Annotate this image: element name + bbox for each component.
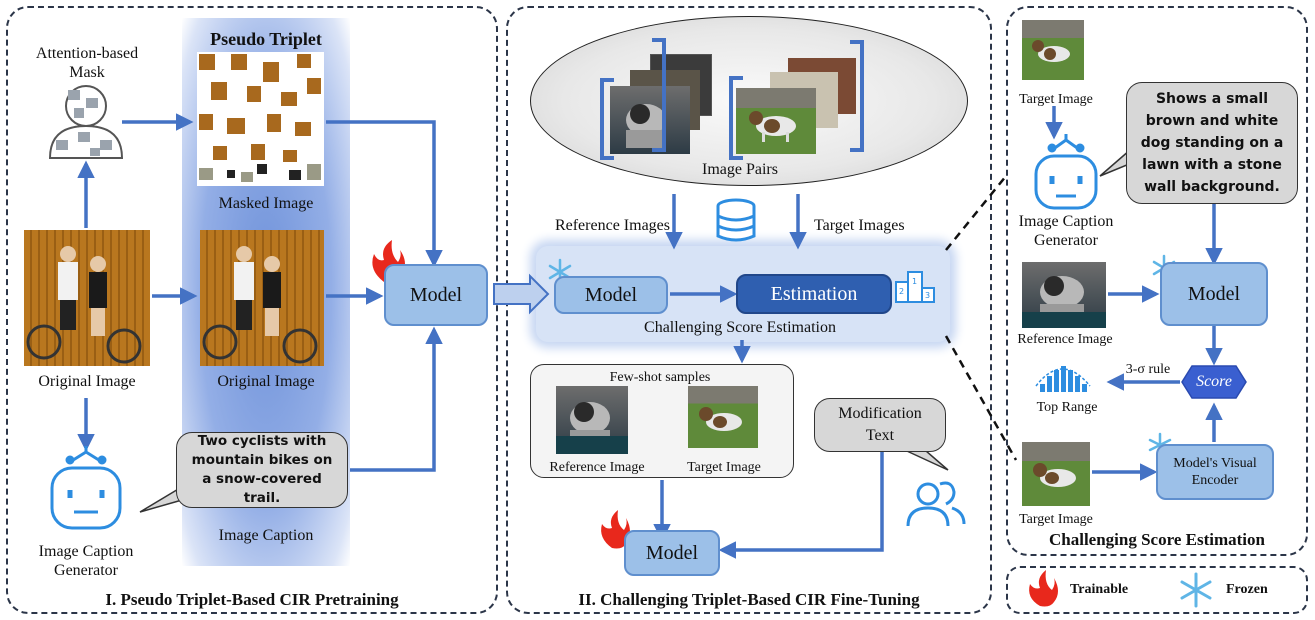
masked-image bbox=[197, 52, 324, 186]
three-sigma-label: 3-σ rule bbox=[1125, 362, 1171, 377]
target-image-bottom-photo bbox=[1022, 442, 1090, 506]
robot-icon-left bbox=[50, 446, 122, 530]
histogram-icon bbox=[1040, 366, 1087, 392]
bracket-right bbox=[850, 40, 864, 152]
finetuning-title: II. Challenging Triplet-Based CIR Fine-T… bbox=[578, 590, 920, 609]
target-images-label: Target Images bbox=[814, 217, 905, 234]
score-hexagon bbox=[1181, 365, 1247, 399]
caption-bubble-right: Shows a small brown and white dog standi… bbox=[1126, 82, 1298, 204]
reference-image-photo bbox=[1022, 262, 1106, 328]
arrow-modtext-to-model bbox=[718, 450, 884, 559]
database-icon bbox=[716, 198, 756, 242]
estimation-detail-title: Challenging Score Estimation bbox=[1049, 530, 1265, 549]
mask-icon bbox=[48, 85, 124, 159]
pair-brackets bbox=[600, 38, 864, 160]
snowflake-icon-legend bbox=[1180, 572, 1212, 608]
pseudo-triplet-title: Pseudo Triplet bbox=[210, 29, 322, 49]
model-box-pretraining: Model bbox=[384, 264, 488, 326]
svg-text:1: 1 bbox=[912, 277, 917, 286]
mask-label: Attention-based Mask bbox=[35, 45, 139, 81]
reference-image-label: Reference Image bbox=[1017, 332, 1113, 347]
pretraining-title: I. Pseudo Triplet-Based CIR Pretraining bbox=[105, 590, 399, 609]
panel-pretraining bbox=[6, 6, 498, 614]
panel-finetuning bbox=[506, 6, 992, 614]
legend-frozen-label: Frozen bbox=[1226, 582, 1268, 597]
target-image-bottom-label: Target Image bbox=[1019, 512, 1093, 527]
few-shot-target-label: Target Image bbox=[687, 460, 761, 475]
svg-text:2: 2 bbox=[899, 287, 904, 296]
caption-bubble-left: Two cyclists with mountain bikes on a sn… bbox=[176, 432, 348, 508]
score-label: Score bbox=[1196, 373, 1232, 390]
users-icon bbox=[906, 481, 966, 527]
target-image-top-label: Target Image bbox=[1019, 92, 1093, 107]
fire-icon-model-bottom bbox=[601, 510, 630, 549]
original-image-left-label: Original Image bbox=[38, 373, 136, 390]
podium-icon bbox=[895, 271, 935, 303]
masked-image-label: Masked Image bbox=[218, 195, 314, 212]
fire-icon-legend bbox=[1029, 570, 1058, 607]
model-box-estimation-detail: Model bbox=[1160, 262, 1268, 326]
modification-text-bubble: Modification Text bbox=[814, 398, 946, 452]
panel-estimation-detail bbox=[1006, 6, 1308, 556]
few-shot-reference-photo bbox=[556, 386, 628, 454]
masked-image-tiles bbox=[199, 54, 321, 182]
pair-photo-reference bbox=[610, 86, 690, 154]
original-image-center-label: Original Image bbox=[217, 373, 315, 390]
svg-text:3: 3 bbox=[925, 291, 930, 300]
few-shot-target-photo bbox=[688, 386, 758, 448]
original-image-left bbox=[24, 230, 150, 366]
few-shot-samples-label: Few-shot samples bbox=[609, 370, 711, 385]
robot-icon-right bbox=[1034, 134, 1098, 210]
arrow-masked-to-model bbox=[326, 120, 443, 268]
visual-encoder-box: Model's Visual Encoder bbox=[1156, 444, 1274, 500]
caption-generator-right-label: Image Caption Generator bbox=[1018, 213, 1114, 249]
model-box-finetune-bottom: Model bbox=[624, 530, 720, 576]
image-caption-label: Image Caption bbox=[218, 527, 314, 544]
legend-trainable-label: Trainable bbox=[1070, 582, 1129, 597]
podium-numbers: 213 bbox=[899, 277, 930, 300]
target-image-top-photo bbox=[1022, 20, 1084, 80]
panel-legend bbox=[1006, 566, 1308, 614]
original-image-center bbox=[200, 230, 324, 366]
image-pairs-label: Image Pairs bbox=[702, 161, 778, 178]
transfer-arrow bbox=[493, 273, 550, 315]
pair-photo-target bbox=[736, 88, 816, 154]
zoom-lines bbox=[944, 175, 1018, 461]
estimation-box: Estimation bbox=[736, 274, 892, 314]
few-shot-reference-label: Reference Image bbox=[549, 460, 645, 475]
challenging-score-estimation-label: Challenging Score Estimation bbox=[644, 319, 836, 336]
top-range-label: Top Range bbox=[1036, 400, 1098, 415]
reference-images-label: Reference Images bbox=[554, 217, 670, 234]
arrow-caption-to-model bbox=[350, 326, 443, 472]
caption-generator-left-label: Image Caption Generator bbox=[38, 543, 134, 579]
model-box-finetune-top: Model bbox=[554, 276, 668, 314]
